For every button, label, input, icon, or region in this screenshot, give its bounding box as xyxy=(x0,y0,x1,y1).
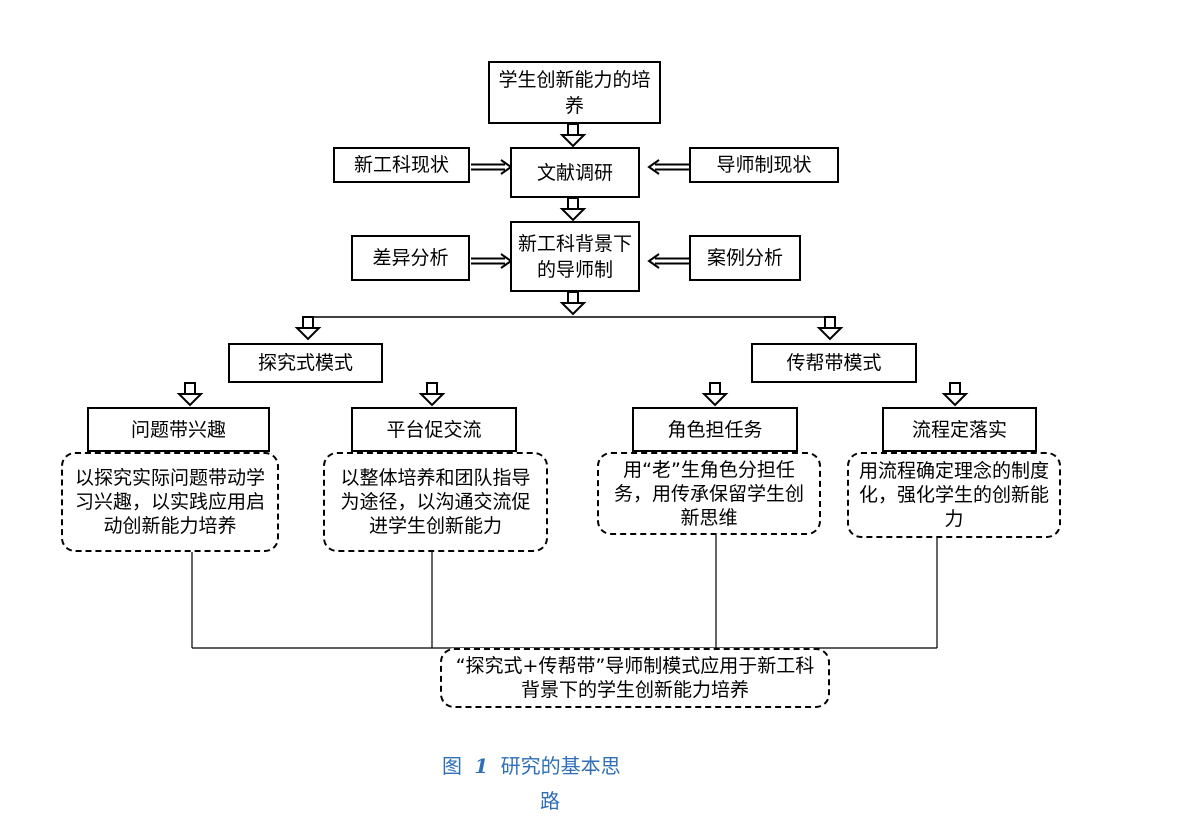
figure-caption-line2: 路 xyxy=(540,785,560,814)
tutor-system-text: 新工科背景下的导师制 xyxy=(517,232,632,281)
desc-platform-box: 以整体培养和团队指导为途径，以沟通交流促进学生创新能力 xyxy=(323,452,548,552)
arrow-literature-to-tutor xyxy=(561,197,585,221)
caption-number: 1 xyxy=(474,754,489,778)
literature-box: 文献调研 xyxy=(510,147,640,198)
desc-problem-box: 以探究实际问题带动学习兴趣，以实践应用启动创新能力培养 xyxy=(61,452,279,552)
status-tutor-text: 导师制现状 xyxy=(716,154,812,176)
process-impl-box: 流程定落实 xyxy=(882,407,1037,452)
mentor-mode-box: 传帮带模式 xyxy=(751,343,917,383)
arrow-to-platform xyxy=(420,382,444,406)
inquiry-mode-box: 探究式模式 xyxy=(228,343,383,383)
goal-text: 学生创新能力的培养 xyxy=(498,68,651,117)
mentor-mode-text: 传帮带模式 xyxy=(786,352,882,374)
desc-process-text: 用流程确定理念的制度化，强化学生的创新能力 xyxy=(858,460,1049,530)
arrow-diff-analysis xyxy=(470,253,512,269)
platform-exchange-text: 平台促交流 xyxy=(386,418,482,441)
arrow-to-inquiry xyxy=(296,316,320,340)
arrow-to-mentor xyxy=(818,316,842,340)
desc-role-box: 用“老”生角色分担任务，用传承保留学生创新思维 xyxy=(597,452,821,535)
desc-role-text: 用“老”生角色分担任务，用传承保留学生创新思维 xyxy=(613,458,804,529)
final-box: “探究式+传帮带”导师制模式应用于新工科背景下的学生创新能力培养 xyxy=(440,648,830,708)
goal-box: 学生创新能力的培养 xyxy=(488,61,661,124)
collector-lines xyxy=(191,535,938,649)
arrow-case-analysis xyxy=(648,253,690,269)
caption-label: 图 xyxy=(442,754,462,778)
role-task-text: 角色担任务 xyxy=(667,418,763,441)
status-nec-text: 新工科现状 xyxy=(353,154,449,176)
case-analysis-text: 案例分析 xyxy=(706,247,783,269)
status-tutor-box: 导师制现状 xyxy=(689,147,839,183)
platform-exchange-box: 平台促交流 xyxy=(351,407,517,452)
final-text: “探究式+传帮带”导师制模式应用于新工科背景下的学生创新能力培养 xyxy=(455,655,815,701)
inquiry-mode-text: 探究式模式 xyxy=(257,352,353,374)
problem-interest-text: 问题带兴趣 xyxy=(130,418,226,441)
case-analysis-box: 案例分析 xyxy=(689,235,801,281)
desc-platform-text: 以整体培养和团队指导为途径，以沟通交流促进学生创新能力 xyxy=(340,467,531,537)
arrow-tutor-down xyxy=(561,291,585,315)
desc-process-box: 用流程确定理念的制度化，强化学生的创新能力 xyxy=(847,452,1061,538)
literature-text: 文献调研 xyxy=(536,161,613,184)
status-nec-box: 新工科现状 xyxy=(333,147,470,183)
figure-caption: 图 1 研究的基本思 xyxy=(442,750,621,779)
tutor-system-box: 新工科背景下的导师制 xyxy=(510,221,640,292)
arrow-status-nec xyxy=(470,159,512,175)
role-task-box: 角色担任务 xyxy=(632,407,798,452)
arrow-to-process xyxy=(943,382,967,406)
arrow-goal-to-literature xyxy=(561,123,585,147)
diff-analysis-text: 差异分析 xyxy=(372,247,449,269)
diff-analysis-box: 差异分析 xyxy=(351,235,470,281)
arrow-to-problem xyxy=(178,382,202,406)
problem-interest-box: 问题带兴趣 xyxy=(87,407,270,452)
desc-problem-text: 以探究实际问题带动学习兴趣，以实践应用启动创新能力培养 xyxy=(74,467,265,537)
arrow-to-role xyxy=(703,382,727,406)
caption-text-line1: 研究的基本思 xyxy=(500,754,621,778)
caption-text-line2: 路 xyxy=(540,789,560,813)
process-impl-text: 流程定落实 xyxy=(911,418,1007,441)
arrow-status-tutor xyxy=(648,159,690,175)
